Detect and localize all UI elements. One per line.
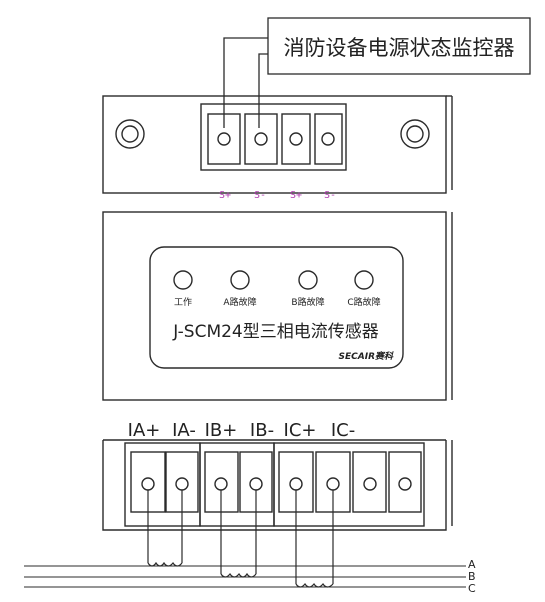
- bottom-screw-3: [214, 477, 228, 491]
- led-b-fault: [298, 270, 318, 290]
- mount-hole-left-inner: [121, 125, 139, 143]
- front-panel: [149, 246, 404, 369]
- top-terminal-label-1: S+: [219, 190, 231, 201]
- bottom-label-ia-plus: IA+: [128, 420, 161, 441]
- bottom-slot-8: [388, 451, 422, 513]
- bottom-screw-8: [398, 477, 412, 491]
- top-terminal-block: [200, 103, 347, 171]
- phase-line-labels: A B C: [468, 558, 476, 595]
- bottom-screw-1: [141, 477, 155, 491]
- bottom-slot-7: [352, 451, 387, 513]
- top-terminal-labels: S+ S- S+ S-: [219, 190, 336, 201]
- bottom-housing-outline: [102, 440, 447, 531]
- body-outline: [102, 211, 447, 401]
- bottom-block-1: [124, 442, 201, 527]
- top-terminal-slot-1: [207, 113, 241, 165]
- bottom-screw-6: [326, 477, 340, 491]
- bottom-label-ib-minus: IB-: [250, 420, 274, 441]
- bottom-label-ic-plus: IC+: [284, 420, 317, 441]
- housing-outline: [102, 95, 447, 194]
- callout-wire-1: [223, 37, 268, 128]
- line-label-c: C: [468, 582, 476, 595]
- led-label-a: A路故障: [223, 296, 256, 308]
- bottom-screw-2: [175, 477, 189, 491]
- top-terminal-slot-3: [281, 113, 311, 165]
- top-screw-1: [217, 132, 231, 146]
- loop-b: [220, 572, 257, 578]
- model-label: J-SCM24型三相电流传感器: [172, 322, 379, 342]
- bottom-block-3: [273, 442, 425, 527]
- loop-c: [295, 582, 334, 588]
- upper-housing: [102, 95, 453, 194]
- bottom-screw-5: [289, 477, 303, 491]
- bottom-terminal-labels: IA+ IA- IB+ IB- IC+ IC-: [128, 420, 356, 441]
- brand-label: SECAIR赛科: [339, 351, 394, 362]
- mount-hole-right-outer: [400, 119, 430, 149]
- line-label-a: A: [468, 558, 476, 571]
- loop-a: [147, 561, 183, 567]
- callout: [223, 17, 531, 128]
- top-screw-2: [254, 132, 268, 146]
- wire-ia: [147, 490, 183, 563]
- top-screw-3: [289, 132, 303, 146]
- wire-ic: [295, 490, 334, 584]
- top-terminal-slot-2: [244, 113, 278, 165]
- top-terminal-label-3: S+: [290, 190, 302, 201]
- line-label-b: B: [468, 570, 476, 583]
- led-label-b: B路故障: [291, 296, 324, 308]
- bottom-label-ic-minus: IC-: [331, 420, 355, 441]
- wire-ib: [220, 490, 257, 574]
- main-body: [102, 211, 453, 401]
- led-work: [173, 270, 193, 290]
- led-label-c: C路故障: [347, 296, 380, 308]
- bottom-screw-4: [249, 477, 263, 491]
- led-label-work: 工作: [174, 296, 192, 308]
- bottom-label-ia-minus: IA-: [172, 420, 196, 441]
- callout-wire-2: [258, 53, 268, 128]
- bottom-housing: [102, 439, 453, 531]
- led-labels: 工作 A路故障 B路故障 C路故障: [174, 296, 381, 308]
- sense-wires: [147, 490, 334, 588]
- led-a-fault: [230, 270, 250, 290]
- bottom-screw-7: [363, 477, 377, 491]
- led-c-fault: [354, 270, 374, 290]
- bottom-block-2: [199, 442, 275, 527]
- bottom-label-ib-plus: IB+: [205, 420, 238, 441]
- top-terminal-slot-4: [314, 113, 343, 165]
- mount-hole-right-inner: [406, 125, 424, 143]
- top-terminal-label-2: S-: [254, 190, 266, 201]
- top-screw-4: [321, 132, 335, 146]
- phase-lines: [24, 565, 466, 588]
- mount-hole-left-outer: [115, 119, 145, 149]
- callout-box: [267, 17, 531, 75]
- top-terminal-label-4: S-: [324, 190, 336, 201]
- monitor-label: 消防设备电源状态监控器: [284, 36, 515, 60]
